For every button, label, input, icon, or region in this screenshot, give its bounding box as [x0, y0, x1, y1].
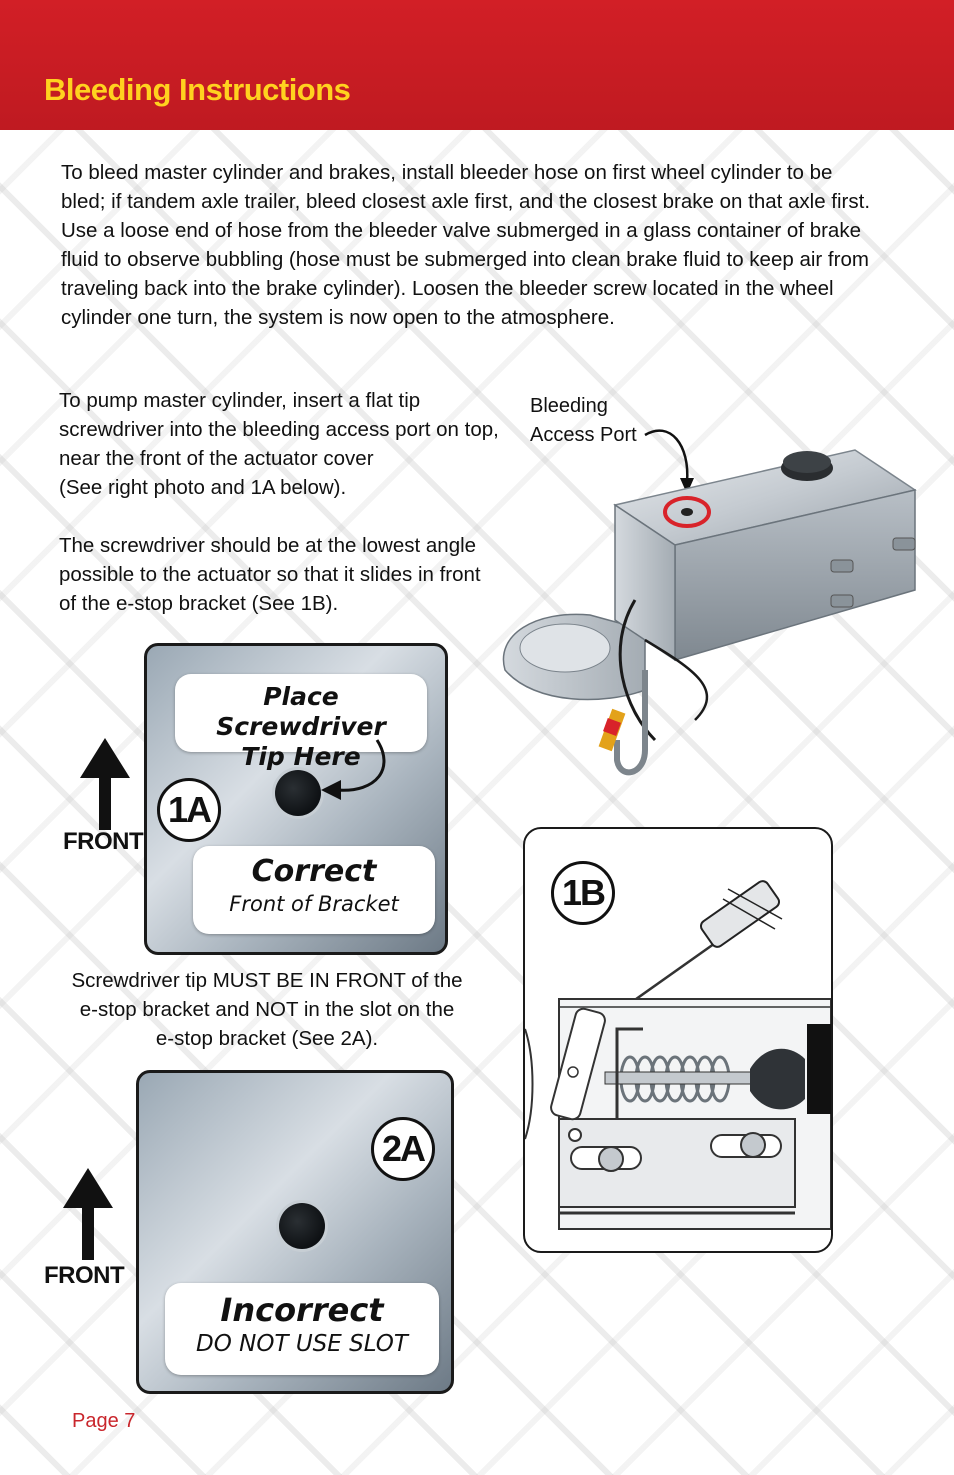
pump-paragraph: To pump master cylinder, insert a flat t… [59, 389, 499, 615]
page-title: Bleeding Instructions [44, 72, 351, 107]
warning-paragraph: Screwdriver tip MUST BE IN FRONT of the … [71, 969, 463, 1050]
panel-2a-incorrect: 2A Incorrect DO NOT USE SLOT [136, 1070, 454, 1394]
badge-1a: 1A [157, 778, 221, 842]
panel-1b-illustration: 1B [523, 827, 833, 1253]
access-hole [275, 770, 321, 816]
incorrect-subtitle: DO NOT USE SLOT [196, 1331, 408, 1357]
badge-1b: 1B [551, 861, 615, 925]
header-banner: Bleeding Instructions [0, 0, 954, 130]
front-label-2a: FRONT [44, 1262, 125, 1289]
badge-2a: 2A [371, 1117, 435, 1181]
screwdriver-illustration [525, 880, 831, 1230]
page-number: Page 7 [72, 1410, 136, 1432]
curved-arrow-icon [321, 739, 386, 800]
incorrect-title: Incorrect [220, 1291, 384, 1329]
callout-place-tip: Place Screwdriver Tip Here [175, 674, 427, 771]
front-label-1a: FRONT [63, 828, 144, 855]
correct-title: Correct [251, 854, 377, 889]
correct-subtitle: Front of Bracket [229, 892, 399, 916]
callout-correct: Correct Front of Bracket [193, 846, 435, 934]
actuator-photo [502, 429, 917, 776]
callout-place-line1: Place Screwdriver [216, 682, 386, 741]
panel-1a-correct: Place Screwdriver Tip Here 1A Correct Fr… [144, 643, 448, 955]
callout-incorrect: Incorrect DO NOT USE SLOT [165, 1283, 439, 1375]
bleeding-access-port-label: Bleeding Access Port [530, 395, 637, 446]
slot-hole [279, 1203, 325, 1249]
callout-place-line2: Tip Here [241, 742, 361, 771]
front-arrow-icon-1a [80, 738, 130, 830]
intro-paragraph: To bleed master cylinder and brakes, ins… [61, 161, 871, 329]
front-arrow-icon-2a [63, 1168, 113, 1260]
